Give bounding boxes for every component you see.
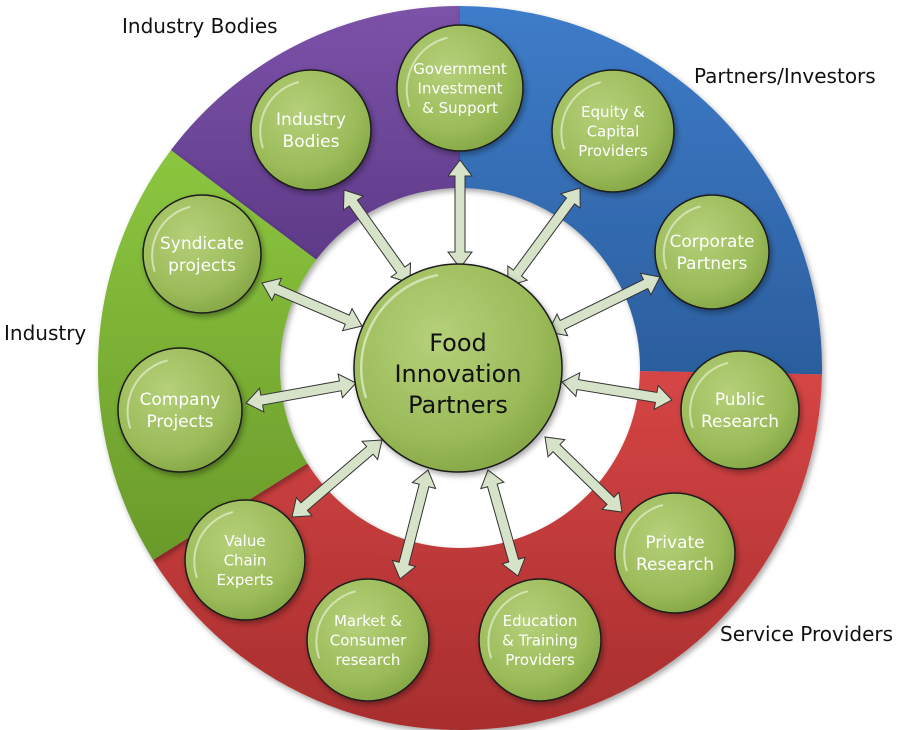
node-label-line: Research: [636, 555, 714, 575]
center-label-line: Innovation: [394, 360, 521, 388]
node-label-line: Bodies: [283, 132, 340, 152]
node-label-line: research: [336, 651, 401, 669]
node-label-line: Value: [224, 532, 265, 550]
node-label-line: Projects: [146, 412, 213, 432]
node-circle: [184, 499, 306, 621]
node-circle: [551, 69, 675, 193]
node-circle: [117, 347, 243, 473]
node-label-line: Experts: [217, 571, 274, 589]
node-circle: [142, 194, 262, 314]
segment-label-industry: Industry: [4, 321, 87, 345]
segment-label-industry-bodies: Industry Bodies: [122, 14, 278, 38]
node-label-line: & Support: [422, 99, 498, 117]
node-label-line: Education: [503, 612, 578, 630]
node-label-line: projects: [168, 256, 236, 276]
node-label-line: Chain: [224, 551, 267, 569]
node-highlight: [560, 81, 602, 150]
node-label-line: Research: [701, 412, 779, 432]
node-circle: [250, 69, 372, 191]
node-highlight: [315, 590, 357, 659]
node-highlight: [259, 81, 300, 149]
node-label-line: Consumer: [330, 631, 407, 649]
node-highlight: [662, 205, 701, 270]
arrow-syndicate: [261, 277, 363, 332]
arrow-market: [391, 469, 437, 580]
node-label-line: Syndicate: [160, 234, 244, 254]
node-label-line: Private: [645, 533, 704, 553]
arrow-government: [447, 159, 473, 269]
node-label-line: Company: [140, 390, 221, 410]
node-label-line: Market &: [334, 612, 402, 630]
node-highlight: [623, 504, 664, 572]
center-label-line: Partners: [408, 391, 508, 419]
center-highlight: [359, 273, 439, 399]
arrow-private-research: [544, 436, 623, 513]
node-label-line: Equity &: [581, 103, 645, 121]
node-label-line: Industry: [276, 110, 346, 130]
node-label-line: & Training: [502, 631, 578, 649]
node-circle: [680, 350, 800, 470]
node-highlight: [151, 205, 191, 273]
node-label-line: Investment: [418, 79, 503, 97]
node-circle: [654, 194, 770, 310]
node-highlight: [193, 511, 234, 579]
center-circle: [353, 263, 563, 473]
arrow-education: [479, 469, 527, 577]
node-circle: [306, 578, 430, 702]
node-circle: [614, 492, 736, 614]
node-highlight: [689, 361, 729, 429]
node-label-line: Providers: [505, 651, 575, 669]
segment-label-service-providers: Service Providers: [720, 622, 894, 646]
node-label-line: Corporate: [670, 232, 755, 252]
center-label-line: Food: [429, 329, 487, 357]
node-highlight: [487, 590, 529, 659]
node-label-line: Government: [413, 60, 507, 78]
node-highlight: [126, 359, 168, 429]
node-label-line: Partners: [677, 254, 748, 274]
arrow-public-research: [561, 371, 673, 411]
node-market[interactable]: Market &Consumer research: [306, 578, 430, 702]
node-circle: [396, 24, 524, 152]
connector-arrows: [245, 159, 673, 580]
node-highlight: [405, 36, 448, 108]
node-label-line: Capital: [587, 122, 640, 140]
segment-label-partners-investors: Partners/Investors: [694, 64, 876, 88]
node-circle: [478, 578, 602, 702]
node-label-line: Providers: [578, 142, 648, 160]
node-label-line: Public: [715, 390, 765, 410]
